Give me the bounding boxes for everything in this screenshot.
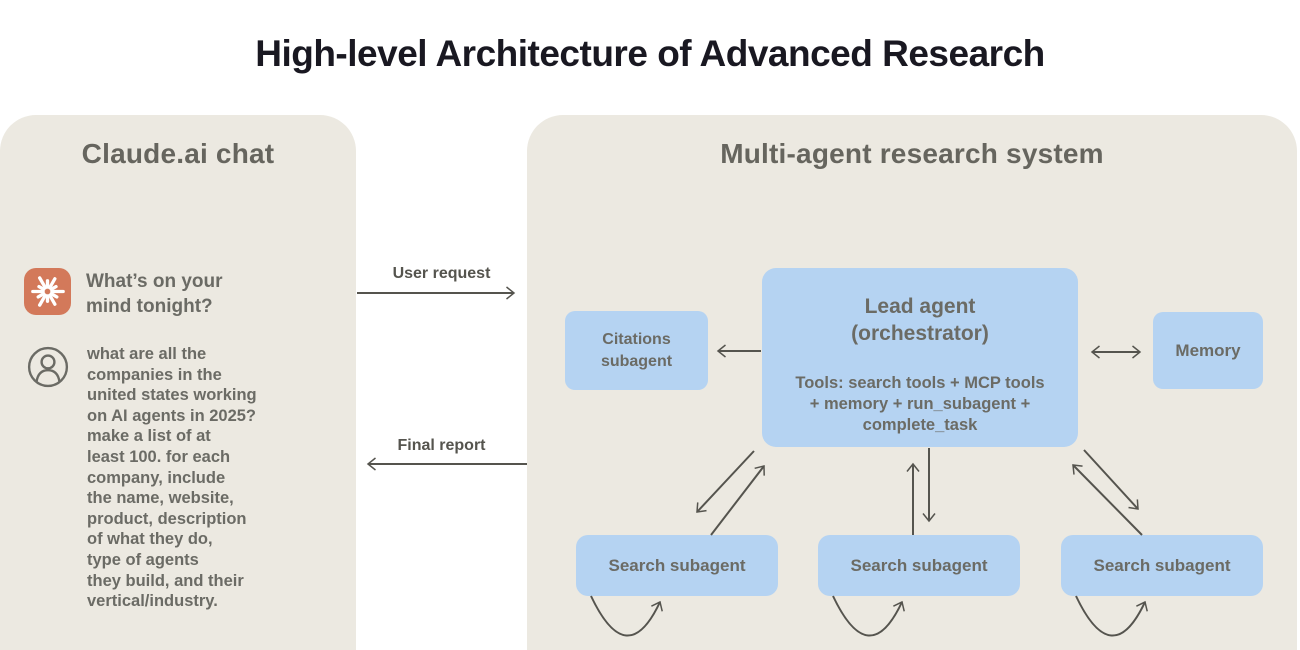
claude-spark-icon xyxy=(24,268,71,315)
page-title: High-level Architecture of Advanced Rese… xyxy=(255,33,1045,74)
lead-agent-tools: Tools: search tools + MCP tools + memory… xyxy=(795,374,1045,434)
search-subagent-node-2: Search subagent xyxy=(818,535,1020,596)
claude-chat-heading: Claude.ai chat xyxy=(81,138,275,169)
user-message: what are all the companies in the united… xyxy=(87,345,257,611)
multi-agent-heading: Multi-agent research system xyxy=(720,138,1104,169)
claude-spark-glyph xyxy=(31,276,65,307)
memory-node: Memory xyxy=(1153,312,1263,389)
assistant-message: What’s on your mind tonight? xyxy=(86,271,223,317)
final-report-label: Final report xyxy=(397,437,486,454)
search-subagent-node-3: Search subagent xyxy=(1061,535,1263,596)
lead-agent-title: Lead agent (orchestrator) xyxy=(851,295,989,345)
citations-subagent-node: Citations subagent xyxy=(565,311,708,390)
user-request-label: User request xyxy=(392,265,491,282)
user-avatar-icon xyxy=(26,345,70,389)
lead-agent-node: Lead agent (orchestrator) Tools: search … xyxy=(762,268,1078,447)
search-subagent-node-1: Search subagent xyxy=(576,535,778,596)
